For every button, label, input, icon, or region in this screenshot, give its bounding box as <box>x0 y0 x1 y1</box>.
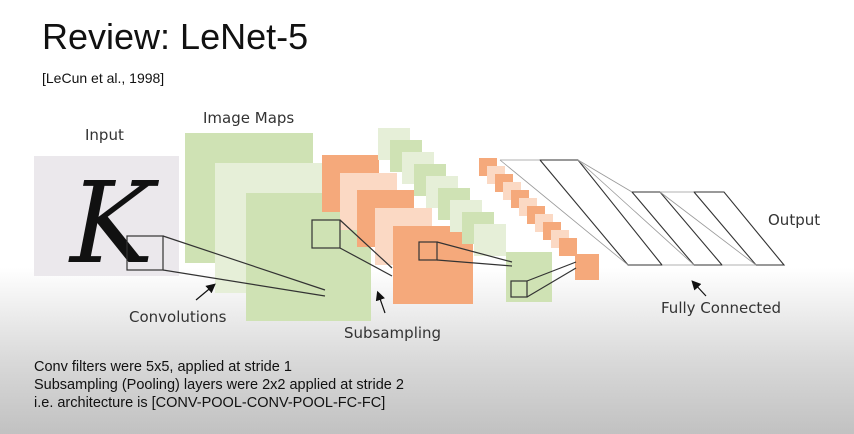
fc-connection <box>659 191 757 266</box>
s2-receptive-field <box>418 241 438 261</box>
fc-layer-1 <box>538 159 664 266</box>
convolutions-arrow <box>195 283 216 301</box>
projection-line <box>339 219 393 269</box>
projection-line <box>526 261 577 282</box>
fc-layer-3 <box>692 191 786 266</box>
fc-connection <box>577 159 695 266</box>
c3-map-last <box>506 252 552 302</box>
input-receptive-field <box>126 235 164 271</box>
label-convolutions: Convolutions <box>129 308 227 326</box>
label-fully-connected: Fully Connected <box>661 299 781 317</box>
note-line: Conv filters were 5x5, applied at stride… <box>34 359 292 375</box>
notes-block: Conv filters were 5x5, applied at stride… <box>34 358 404 412</box>
citation: [LeCun et al., 1998] <box>42 70 165 86</box>
input-glyph: K <box>68 159 160 289</box>
projection-line <box>162 269 326 297</box>
input-image <box>34 156 179 276</box>
s4-map <box>559 238 577 256</box>
c3-map <box>474 224 506 256</box>
label-image-maps: Image Maps <box>203 109 294 127</box>
fc-connection <box>499 159 629 266</box>
projection-line <box>526 267 577 298</box>
projection-line <box>436 259 513 267</box>
fc-connection <box>577 159 633 193</box>
projection-line <box>436 241 513 263</box>
c1-receptive-field <box>311 219 341 249</box>
s2-map-5 <box>393 226 473 304</box>
label-input: Input <box>85 126 124 144</box>
c3-receptive-field <box>510 280 528 298</box>
s4-map-last <box>575 254 599 280</box>
slide-title: Review: LeNet-5 <box>42 16 309 57</box>
subsampling-arrow <box>375 290 386 314</box>
note-line: i.e. architecture is [CONV-POOL-CONV-POO… <box>34 395 386 411</box>
note-line: Subsampling (Pooling) layers were 2x2 ap… <box>34 377 404 393</box>
label-output: Output <box>768 211 820 229</box>
label-subsampling: Subsampling <box>344 324 441 342</box>
fully-connected-arrow <box>691 280 707 297</box>
projection-line <box>339 247 393 277</box>
projection-line <box>162 235 326 291</box>
